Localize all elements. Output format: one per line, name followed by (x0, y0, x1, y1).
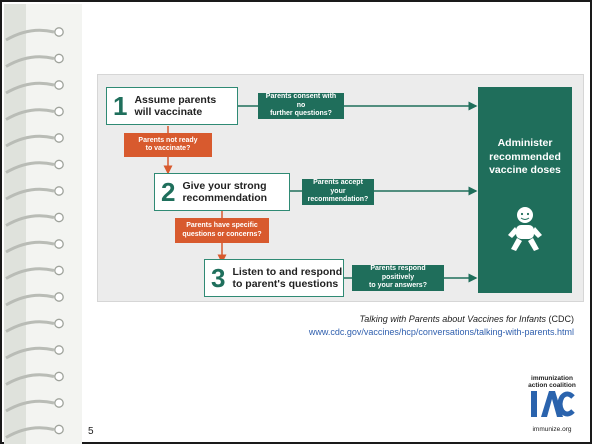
administer-vaccine-box: Administer recommended vaccine doses (478, 87, 572, 293)
spiral-ring-icon (5, 212, 64, 227)
source-link[interactable]: www.cdc.gov/vaccines/hcp/conversations/t… (308, 327, 574, 338)
spiral-ring-icon (5, 186, 64, 201)
spiral-ring-icon (5, 159, 64, 174)
spiral-ring-icon (5, 345, 64, 360)
spiral-ring-icon (5, 292, 64, 307)
source-caption: Talking with Parents about Vaccines for … (309, 313, 574, 339)
logo-site: immunize.org (532, 426, 572, 434)
caption-title: Talking with Parents about Vaccines for … (359, 314, 574, 324)
baby-icon (508, 207, 542, 251)
spiral-ring-icon (5, 27, 64, 42)
spiral-ring-icon (5, 133, 64, 148)
spiral-ring-icon (5, 318, 64, 333)
step-number: 1 (113, 91, 128, 121)
spiral-ring-icon (5, 53, 64, 68)
spiral-ring-icon (5, 371, 64, 386)
spiral-ring-icon (5, 106, 64, 121)
iac-mark (531, 391, 575, 418)
spiral-ring-icon (5, 239, 64, 254)
outcome-label: Administer recommended vaccine doses (489, 137, 561, 177)
spiral-ring-icon (5, 398, 64, 413)
spiral-binding-icon (4, 4, 82, 444)
spiral-ring-icon (5, 80, 64, 95)
spiral-ring-icon (5, 424, 64, 439)
page-number: 5 (88, 426, 94, 437)
step-number: 2 (161, 177, 176, 207)
flow-connectors (163, 101, 478, 283)
spiral-ring-icon (5, 265, 64, 280)
step-number: 3 (211, 263, 226, 293)
